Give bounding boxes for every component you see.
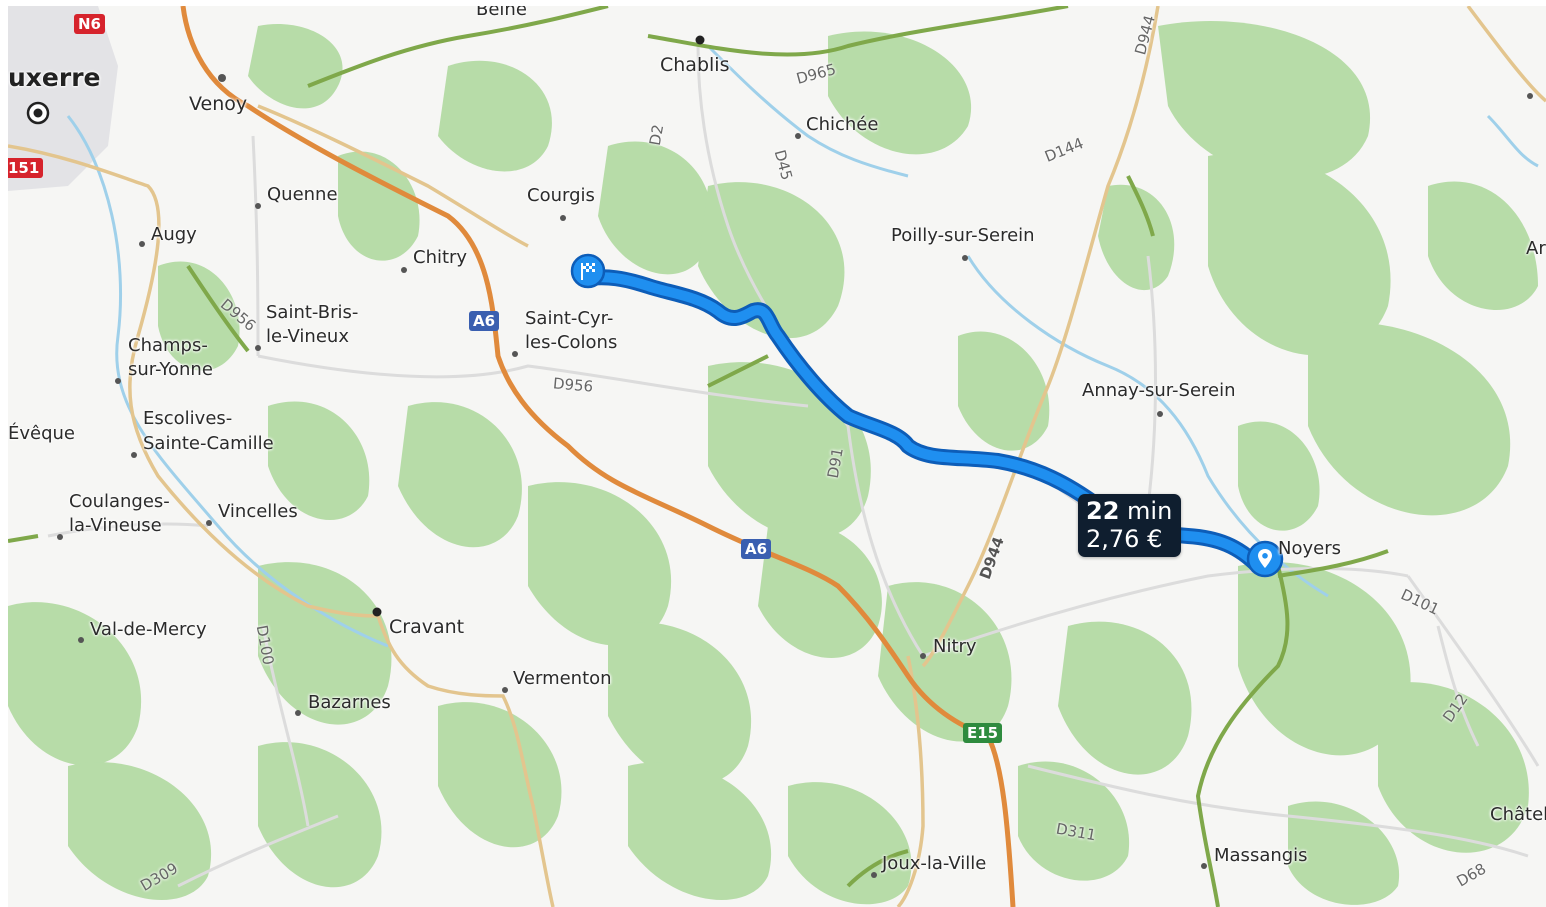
place-label-saint-bris[interactable]: Saint-Bris-: [266, 302, 359, 323]
place-label-saint-bris-2[interactable]: le-Vineux: [266, 326, 349, 347]
place-label-eveque[interactable]: Évêque: [8, 423, 76, 444]
place-label-massangis[interactable]: Massangis: [1214, 845, 1308, 866]
route-end-marker[interactable]: [1246, 540, 1284, 578]
map-base: [8, 6, 1546, 907]
place-label-saint-cyr-2[interactable]: les-Colons: [525, 332, 618, 353]
route-start-marker[interactable]: [570, 253, 606, 289]
place-label-cravant[interactable]: Cravant: [389, 616, 465, 638]
place-label-auxerre[interactable]: uxerre: [8, 63, 101, 92]
map-pin-icon: [1246, 540, 1284, 578]
route-cost: 2,76 €: [1086, 525, 1163, 553]
place-label-vincelles[interactable]: Vincelles: [218, 501, 298, 522]
place-label-coulanges[interactable]: Coulanges-: [69, 491, 170, 512]
place-dots: [57, 35, 1533, 878]
route-summary-box[interactable]: 22 min 2,76 €: [1078, 494, 1182, 557]
place-label-bazarnes[interactable]: Bazarnes: [308, 692, 391, 713]
place-label-escolives-2[interactable]: Sainte-Camille: [143, 433, 274, 454]
place-label-chatel[interactable]: Châtel: [1490, 804, 1546, 825]
place-label-quenne[interactable]: Quenne: [267, 184, 338, 205]
place-label-champs[interactable]: Champs-: [128, 335, 208, 356]
road-shield-n6: N6: [74, 14, 105, 34]
place-label-joux[interactable]: Joux-la-Ville: [882, 853, 987, 874]
place-label-chichee[interactable]: Chichée: [806, 114, 879, 135]
place-label-nitry[interactable]: Nitry: [933, 636, 977, 657]
place-label-escolives[interactable]: Escolives-: [143, 408, 233, 429]
road-shield-a6-north: A6: [469, 311, 500, 331]
route-duration-value: 22: [1086, 497, 1120, 525]
place-label-val-de-mercy[interactable]: Val-de-Mercy: [90, 619, 207, 640]
road-shield-n151: 151: [8, 158, 44, 178]
place-label-courgis[interactable]: Courgis: [527, 185, 595, 206]
route-duration: 22 min: [1086, 497, 1172, 525]
road-label-d956-b: D956: [552, 374, 594, 396]
road-label-d2: D2: [645, 123, 668, 147]
map-canvas[interactable]: 22 min 2,76 € uxerre Venoy Beine Chablis…: [8, 6, 1546, 907]
place-label-venoy[interactable]: Venoy: [189, 93, 248, 115]
checkered-flag-icon: [570, 253, 606, 289]
place-label-coulanges-2[interactable]: la-Vineuse: [69, 515, 162, 536]
route-duration-unit: min: [1127, 497, 1173, 525]
place-label-vermenton[interactable]: Vermenton: [513, 668, 612, 689]
motorway-a6: [180, 6, 1016, 907]
urban-area: [8, 6, 118, 191]
target-icon: [26, 101, 50, 125]
place-label-saint-cyr[interactable]: Saint-Cyr-: [525, 308, 614, 329]
place-label-beine[interactable]: Beine: [476, 6, 527, 20]
place-label-augy[interactable]: Augy: [151, 224, 197, 245]
place-label-noyers[interactable]: Noyers: [1278, 538, 1341, 559]
road-shield-a6-south: A6: [741, 539, 772, 559]
place-label-poilly[interactable]: Poilly-sur-Serein: [891, 225, 1035, 246]
place-label-ar[interactable]: Ar: [1526, 238, 1546, 259]
scenic-roads: [8, 6, 1389, 907]
secondary-roads: [8, 6, 1546, 907]
place-label-chablis[interactable]: Chablis: [660, 54, 730, 76]
place-label-chitry[interactable]: Chitry: [413, 247, 468, 268]
place-label-champs-2[interactable]: sur-Yonne: [128, 359, 213, 380]
forest-areas: [8, 20, 1538, 905]
road-shield-e15: E15: [963, 723, 1003, 743]
place-label-annay[interactable]: Annay-sur-Serein: [1082, 380, 1236, 401]
